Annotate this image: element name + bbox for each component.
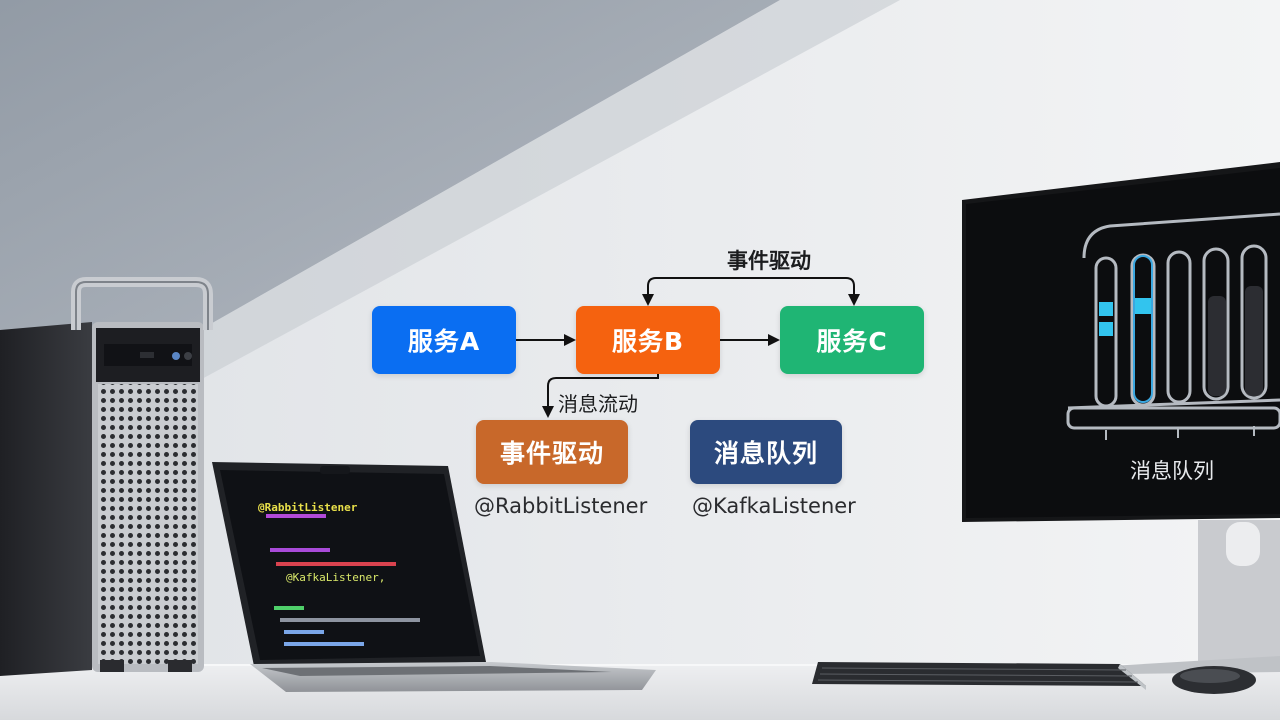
message-queue-node: 消息队列 — [690, 420, 842, 484]
rabbit-listener-annotation: @RabbitListener — [474, 494, 648, 518]
monitor-caption: 消息队列 — [1130, 459, 1214, 483]
code-line — [276, 562, 396, 566]
event-driven-edge-label: 事件驱动 — [727, 249, 811, 273]
service-c-node: 服务C — [780, 306, 924, 374]
kafka-listener-annotation: @KafkaListener — [692, 494, 856, 518]
code-line — [280, 618, 420, 622]
event-driven-node: 事件驱动 — [476, 420, 628, 484]
tower-pc — [0, 277, 213, 676]
monitor — [962, 162, 1280, 674]
service-b-node: 服务B — [576, 306, 720, 374]
code-annotation-rabbit: @RabbitListener — [258, 501, 358, 514]
code-line — [274, 606, 304, 610]
code-line — [270, 548, 330, 552]
message-flow-edge-label: 消息流动 — [558, 392, 638, 416]
code-line — [284, 630, 324, 634]
code-line — [284, 642, 364, 646]
service-a-node: 服务A — [372, 306, 516, 374]
code-line — [266, 514, 326, 518]
code-annotation-kafka: @KafkaListener, — [286, 571, 386, 584]
keyboard — [812, 662, 1146, 690]
